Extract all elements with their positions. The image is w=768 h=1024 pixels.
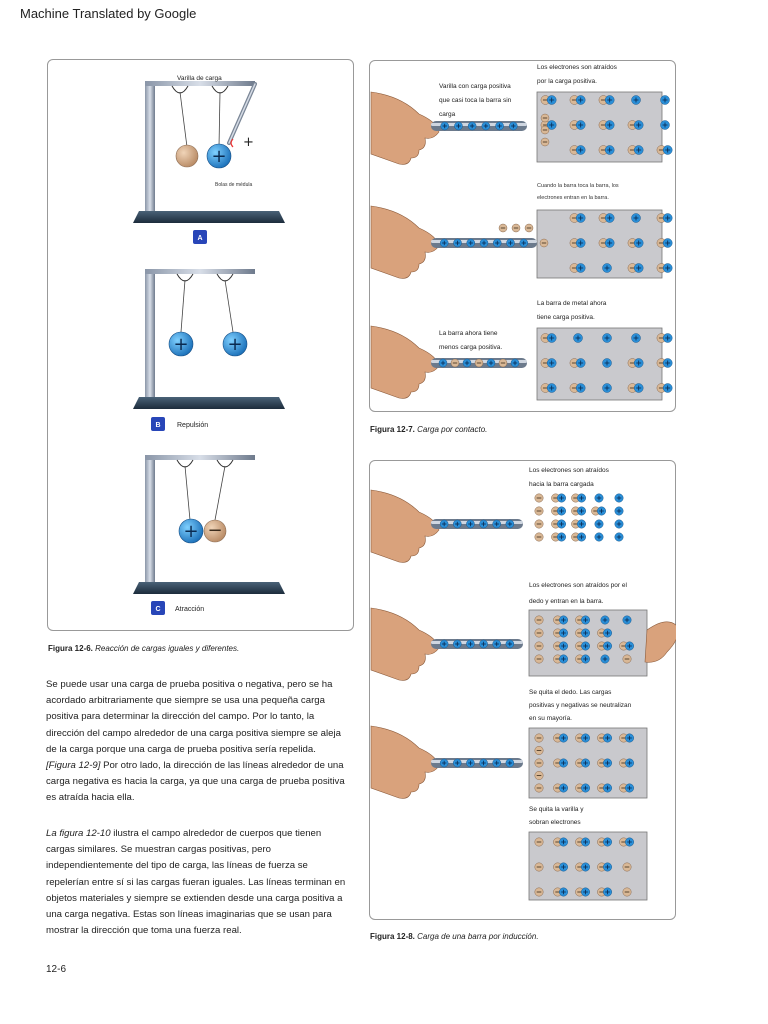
figure-12-6-title: Reacción de cargas iguales y diferentes. bbox=[95, 644, 240, 653]
paragraph-1: Se puede usar una carga de prueba positi… bbox=[46, 679, 345, 804]
figure-12-7-caption: Figura 12-7. Carga por contacto. bbox=[370, 425, 487, 434]
hand-icon bbox=[370, 725, 440, 799]
paragraph-2: La figura 12-10 ilustra el campo alreded… bbox=[46, 828, 346, 937]
hand-icon bbox=[370, 91, 440, 165]
panel-c-label: Atracción bbox=[175, 606, 204, 613]
rod-plus-sign: + bbox=[243, 135, 254, 150]
figure-12-10-ref: La figura 12-10 bbox=[46, 828, 111, 839]
hand-icon bbox=[370, 489, 440, 563]
hand-icon bbox=[370, 607, 440, 681]
svg-text:+: + bbox=[227, 334, 242, 355]
panel-b-stand: + + bbox=[133, 269, 285, 409]
panel-b-badge: B bbox=[155, 422, 160, 429]
figure-12-7-illustration bbox=[370, 91, 673, 401]
svg-text:+: + bbox=[173, 334, 188, 355]
figure-12-6-number: Figura 12-6. bbox=[48, 644, 93, 653]
page-number: 12-6 bbox=[46, 964, 67, 975]
panel-a-badge-bg bbox=[193, 230, 207, 244]
svg-text:+: + bbox=[183, 521, 198, 542]
hand-icon bbox=[370, 325, 440, 399]
panel-a-badge: A bbox=[197, 235, 202, 242]
figure-12-8-number: Figura 12-8. bbox=[370, 932, 415, 941]
finger-icon bbox=[644, 621, 676, 663]
figure-12-8-title: Carga de una barra por inducción. bbox=[417, 932, 539, 941]
panel-c-badge: C bbox=[155, 606, 160, 613]
figure-12-8-caption: Figura 12-8. Carga de una barra por indu… bbox=[370, 932, 539, 941]
figure-12-9-ref: [Figura 12-9] bbox=[46, 760, 101, 772]
panel-c-stand: + − bbox=[133, 455, 285, 594]
panel-a-stand: + + bbox=[133, 81, 285, 223]
ball-plus-sign: + bbox=[211, 146, 226, 167]
translation-banner: Machine Translated by Google bbox=[20, 6, 197, 21]
figure-12-6-caption: Figura 12-6. Reacción de cargas iguales … bbox=[48, 644, 239, 653]
figure-12-7-title: Carga por contacto. bbox=[417, 425, 488, 434]
rod-label: Varilla de carga bbox=[177, 75, 222, 82]
hand-icon bbox=[370, 205, 440, 279]
pith-balls-label: Bolas de médula bbox=[215, 182, 252, 188]
figure-12-7-number: Figura 12-7. bbox=[370, 425, 415, 434]
figure-12-6-illustration: + + Varilla de carga Bolas de médula A +… bbox=[133, 75, 285, 615]
svg-text:−: − bbox=[207, 520, 222, 541]
figure-12-8-illustration bbox=[370, 489, 676, 901]
panel-b-label: Repulsión bbox=[177, 422, 208, 429]
